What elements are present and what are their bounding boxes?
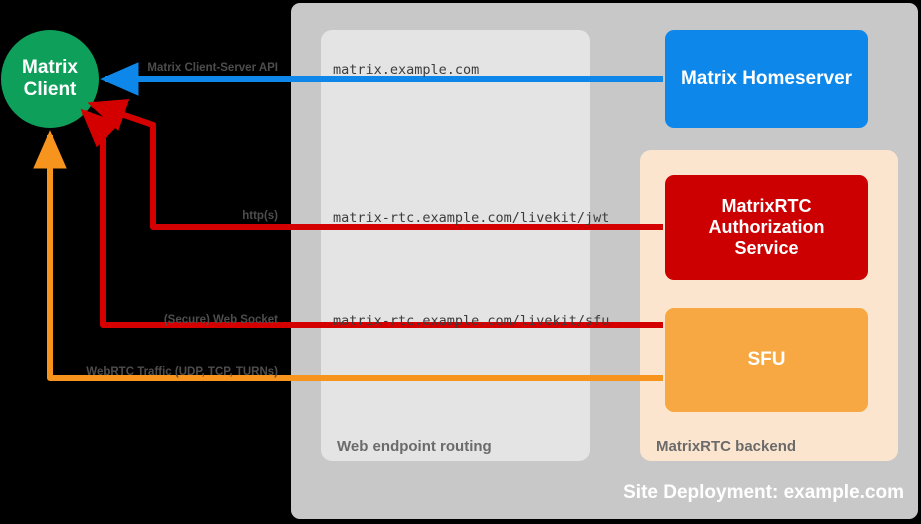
caption-matrixrtc-backend: MatrixRTC backend: [656, 438, 797, 455]
node-matrix-homeserver[interactable]: [665, 30, 868, 128]
caption-web-endpoint-routing: Web endpoint routing: [337, 438, 492, 455]
node-sfu[interactable]: [665, 308, 868, 412]
node-matrix-client[interactable]: [1, 30, 99, 128]
edge-label-webrtc-traffic: WebRTC Traffic (UDP, TCP, TURNs): [86, 366, 278, 378]
node-matrixrtc-authorization-service[interactable]: [665, 175, 868, 280]
endpoint-matrix-example-com: matrix.example.com: [333, 62, 480, 78]
endpoint-livekit-jwt: matrix-rtc.example.com/livekit/jwt: [333, 210, 610, 226]
caption-site-deployment: Site Deployment: example.com: [623, 482, 904, 503]
container-web-endpoint-routing: [321, 30, 590, 461]
edge-webrtc-traffic: [33, 130, 663, 381]
endpoint-livekit-sfu: matrix-rtc.example.com/livekit/sfu: [333, 313, 610, 329]
edge-label-jwt-http: http(s): [242, 210, 278, 222]
edge-label-matrix-client-server-api: Matrix Client-Server API: [147, 62, 278, 74]
edge-label-sfu-websocket: (Secure) Web Socket: [163, 314, 278, 326]
edge-jwt-http: [87, 99, 663, 230]
edge-sfu-websocket: [80, 108, 663, 328]
